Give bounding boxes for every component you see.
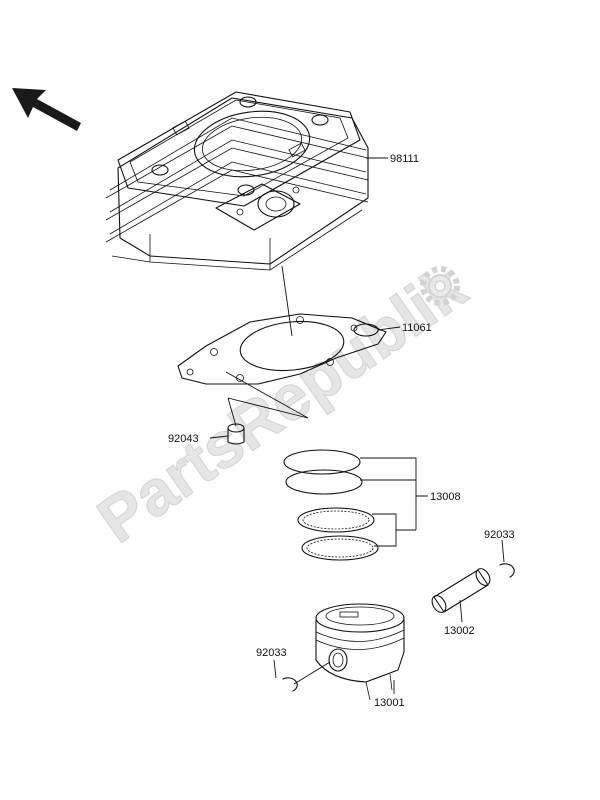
label-piston-pin: 13002: [444, 625, 475, 637]
label-piston: 13001: [374, 697, 405, 709]
label-circlip-left: 92033: [256, 647, 287, 659]
front-direction-arrow-icon: [12, 88, 81, 131]
label-dowel-pin: 92043: [168, 433, 199, 445]
piston-pin-drawing: [431, 568, 491, 613]
label-cylinder: 98111: [390, 153, 419, 165]
circlip-right-drawing: [499, 563, 515, 578]
label-circlip-right: 92033: [484, 529, 515, 541]
label-piston-rings: 13008: [430, 491, 461, 503]
circlip-left-drawing: [282, 677, 298, 692]
label-cylinder-gasket: 11061: [402, 322, 432, 334]
piston-drawing: [315, 603, 405, 701]
leader-lines: [209, 157, 505, 694]
dowel-pin-drawing: [227, 423, 245, 445]
part-labels: 98111 11061 92043 13008 92033 13002 9203…: [168, 153, 515, 709]
cylinder-drawing: [105, 91, 369, 271]
piston-rings-drawing: [283, 449, 379, 561]
gear-icon: [420, 266, 460, 306]
